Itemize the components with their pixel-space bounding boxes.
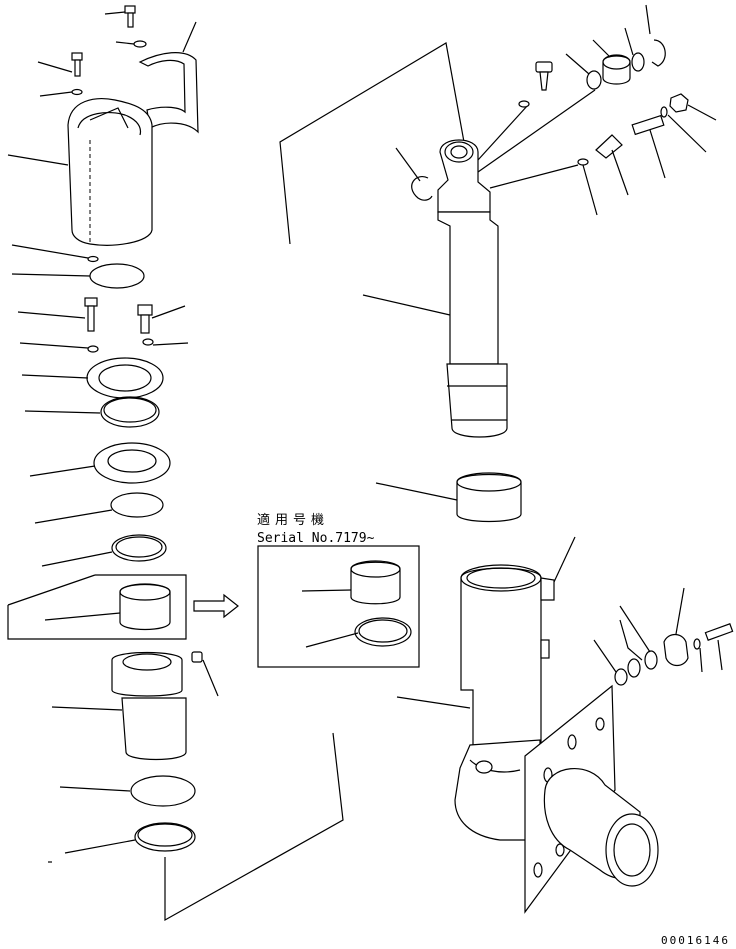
small-washer-2 — [19, 342, 99, 353]
small-washer-3 — [142, 338, 189, 346]
grease-nipple-top — [535, 61, 553, 91]
o-ring-2 — [59, 775, 196, 807]
flange-plate-2 — [29, 442, 171, 484]
circlip-top — [395, 147, 433, 201]
serial-inset: 適用号機 Serial No.7179~ — [257, 512, 420, 668]
cylinder-head — [51, 651, 187, 761]
lower-cylinder-body — [396, 536, 576, 759]
spindle — [543, 768, 659, 887]
bushing-group-box — [7, 574, 187, 640]
washer-top — [518, 100, 530, 108]
clevis-top — [437, 89, 596, 213]
o-ring-3 — [48, 822, 196, 863]
cover-washer — [39, 88, 83, 97]
left-exploded-stack — [7, 5, 239, 863]
inset-seal-ring — [305, 617, 412, 648]
retaining-ring-1 — [24, 396, 160, 428]
adapter-fitting — [631, 114, 666, 179]
flange-bolt — [137, 304, 186, 334]
side-ring-pair — [619, 605, 658, 678]
sensor-washer — [577, 158, 598, 216]
snap-ring-top — [645, 4, 666, 67]
inset-label-serial: Serial No.7179~ — [257, 531, 375, 546]
knuckle-base — [454, 739, 541, 841]
bearing-cap — [592, 39, 631, 85]
sensor-fitting — [595, 134, 629, 196]
shield-plate — [138, 21, 199, 134]
inset-label-jp: 適用号機 — [257, 512, 329, 528]
bushing-ring — [34, 492, 164, 524]
cover-bolt — [37, 52, 83, 77]
top-bolt — [104, 5, 136, 28]
o-ring-small-2 — [624, 27, 645, 72]
seal-ring-1 — [41, 534, 167, 567]
o-ring-small-3 — [660, 106, 707, 153]
head-plug — [191, 651, 219, 697]
arrow-to-inset — [193, 593, 239, 619]
inset-frame — [257, 545, 420, 668]
side-o-ring — [593, 639, 628, 686]
side-flange — [663, 587, 689, 667]
small-washer-1 — [11, 244, 99, 263]
long-bolt — [17, 297, 98, 332]
o-ring-small-top — [565, 53, 602, 90]
o-ring-1 — [11, 263, 145, 289]
top-washer — [115, 40, 147, 48]
loose-bushing — [375, 472, 522, 523]
drawing-number: 00016146 — [661, 934, 730, 947]
side-bolt — [704, 623, 734, 671]
cylinder-tube — [362, 211, 508, 438]
side-washer — [693, 638, 703, 673]
right-cylinder-assembly — [164, 4, 734, 922]
flange-plate-1 — [21, 357, 164, 399]
cylinder-cover — [7, 98, 153, 246]
inset-bushing — [301, 560, 401, 605]
hex-nut-right — [669, 93, 717, 121]
